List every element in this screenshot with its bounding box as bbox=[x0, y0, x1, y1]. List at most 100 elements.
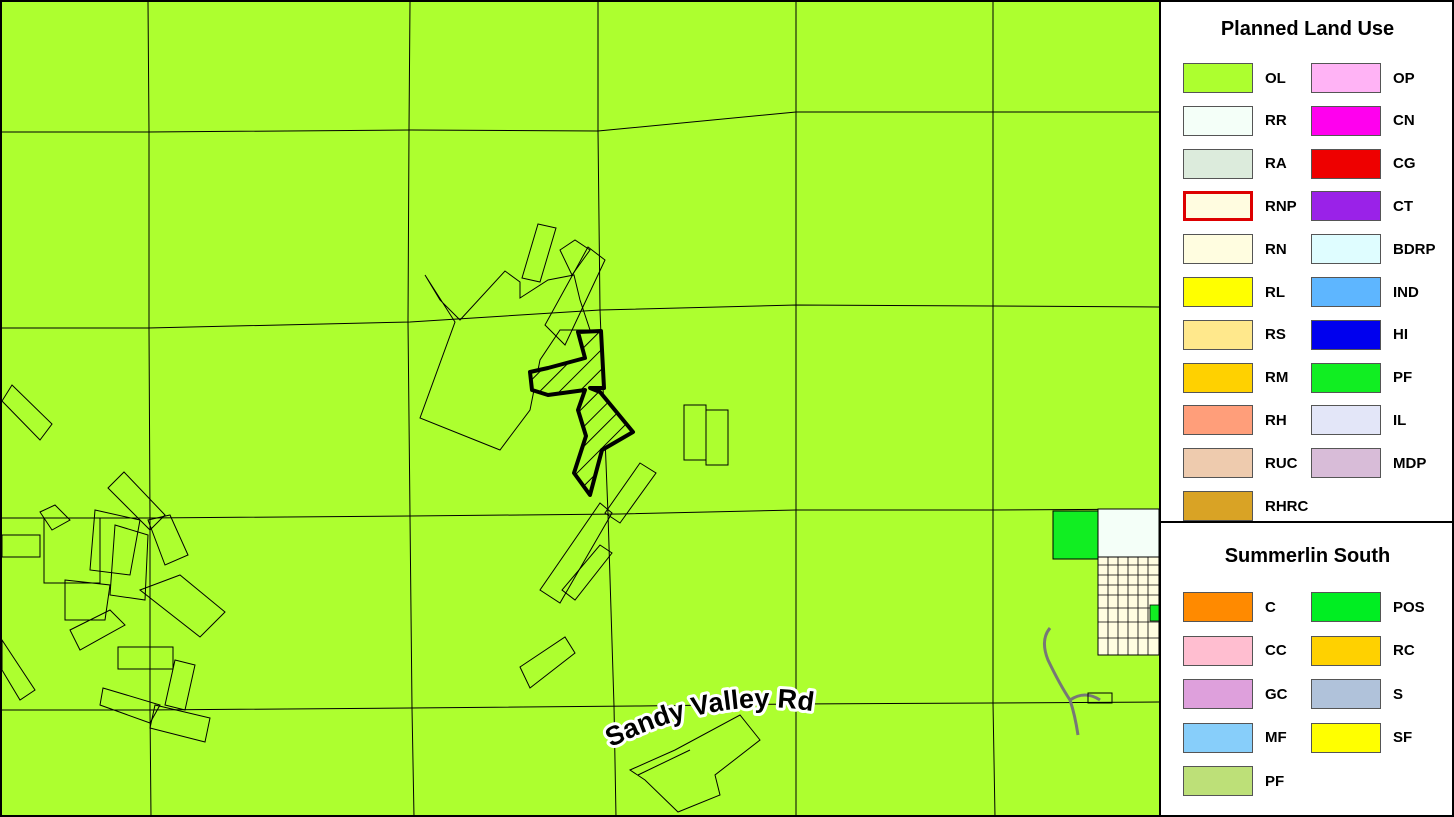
legend-swatch bbox=[1311, 277, 1381, 307]
legend-title-summerlin: Summerlin South bbox=[1224, 545, 1391, 567]
legend-item-hi: HI bbox=[1311, 319, 1408, 351]
legend-item-ol: OL bbox=[1183, 62, 1286, 94]
legend-item-cn: CN bbox=[1311, 105, 1415, 137]
legend-swatch bbox=[1183, 448, 1253, 479]
legend-swatch bbox=[1311, 148, 1381, 179]
legend-swatch bbox=[1311, 105, 1381, 136]
legend-label: RR bbox=[1265, 112, 1287, 130]
legend-label: C bbox=[1265, 598, 1276, 616]
legend-item-rr: RR bbox=[1183, 105, 1287, 137]
legend-item-mf: MF bbox=[1183, 722, 1287, 754]
legend-panel: Planned Land Use OL OP RR CN RA CG RNP CT RN BDRP… bbox=[1159, 0, 1454, 817]
legend-item-rnp: RNP bbox=[1183, 190, 1297, 222]
legend-swatch bbox=[1183, 191, 1253, 222]
legend-swatch bbox=[1311, 592, 1381, 622]
legend-label: RNP bbox=[1265, 197, 1297, 215]
legend-label: RH bbox=[1265, 411, 1287, 429]
legend-item-ct: CT bbox=[1311, 190, 1413, 222]
legend-item-s: S bbox=[1311, 678, 1403, 710]
legend-swatch bbox=[1183, 105, 1253, 136]
legend-swatch bbox=[1311, 63, 1381, 93]
legend-item-ind: IND bbox=[1311, 276, 1419, 308]
legend-item-cc: CC bbox=[1183, 635, 1287, 667]
legend-label: SF bbox=[1393, 729, 1413, 746]
legend-swatch bbox=[1183, 63, 1253, 93]
legend-label: RUC bbox=[1265, 454, 1298, 472]
legend-swatch bbox=[1183, 766, 1253, 796]
legend-item-cg: CG bbox=[1311, 148, 1416, 180]
legend-item-rh: RH bbox=[1183, 404, 1287, 436]
legend-swatch bbox=[1311, 234, 1381, 265]
east-development bbox=[1043, 508, 1159, 736]
legend-item-ra: RA bbox=[1183, 148, 1287, 180]
legend-swatch bbox=[1183, 679, 1253, 709]
legend-item-c: C bbox=[1183, 591, 1276, 623]
legend-label: RHRC bbox=[1265, 497, 1309, 515]
legend-label: MDP bbox=[1393, 454, 1427, 472]
legend-item-rl: RL bbox=[1183, 276, 1285, 308]
legend-swatch bbox=[1183, 148, 1253, 179]
legend-swatch bbox=[1311, 362, 1381, 393]
legend-label: OL bbox=[1265, 69, 1286, 87]
legend-swatch bbox=[1183, 491, 1253, 521]
legend-item-pos: POS bbox=[1311, 591, 1425, 623]
legend-label: PF bbox=[1393, 369, 1413, 387]
legend-label: MF bbox=[1265, 729, 1287, 746]
legend-label: OP bbox=[1393, 69, 1415, 87]
legend-planned-land-use: Planned Land Use OL OP RR CN RA CG RNP CT RN BDRP… bbox=[1161, 0, 1454, 523]
subject-parcel[interactable] bbox=[528, 329, 635, 497]
legend-swatch bbox=[1183, 635, 1253, 666]
legend-item-pf: PF bbox=[1311, 362, 1412, 394]
legend-title-planned: Planned Land Use bbox=[1220, 18, 1395, 40]
legend-item-il: IL bbox=[1311, 404, 1406, 436]
legend-swatch bbox=[1311, 191, 1381, 222]
legend-item-rn: RN bbox=[1183, 233, 1287, 265]
legend-label: RL bbox=[1265, 283, 1285, 301]
legend-item-sf: SF bbox=[1311, 722, 1412, 754]
legend-label: PF bbox=[1265, 772, 1285, 790]
legend-swatch bbox=[1311, 405, 1381, 436]
legend-label: CG bbox=[1393, 155, 1416, 173]
legend-swatch bbox=[1183, 405, 1253, 436]
legend-item-rs: RS bbox=[1183, 319, 1286, 351]
legend-swatch bbox=[1311, 679, 1381, 709]
legend-swatch bbox=[1183, 319, 1253, 350]
legend-label: POS bbox=[1393, 598, 1425, 616]
legend-label: IL bbox=[1393, 411, 1407, 429]
legend-swatch bbox=[1311, 448, 1381, 479]
legend-label: CT bbox=[1393, 197, 1413, 215]
legend-label: RS bbox=[1265, 326, 1286, 344]
legend-item-gc: GC bbox=[1183, 678, 1288, 710]
legend-swatch bbox=[1183, 234, 1253, 265]
legend-item-rhrc: RHRC bbox=[1183, 490, 1308, 522]
legend-swatch bbox=[1183, 592, 1253, 622]
legend-swatch bbox=[1311, 635, 1381, 666]
legend-label: RA bbox=[1265, 155, 1287, 173]
legend-label: CC bbox=[1265, 642, 1287, 659]
legend-swatch bbox=[1183, 277, 1253, 307]
legend-item-rm: RM bbox=[1183, 362, 1288, 394]
legend-label: S bbox=[1393, 685, 1404, 703]
legend-swatch bbox=[1311, 319, 1381, 350]
section-grid bbox=[2, 1, 1159, 817]
legend-item-rc: RC bbox=[1311, 635, 1415, 667]
legend-label: BDRP bbox=[1393, 240, 1436, 258]
legend-item-op: OP bbox=[1311, 62, 1415, 94]
legend-item-ruc: RUC bbox=[1183, 447, 1298, 479]
legend-label: GC bbox=[1265, 685, 1288, 703]
legend-item-mdp: MDP bbox=[1311, 447, 1426, 479]
legend-label: RC bbox=[1393, 642, 1415, 659]
legend-label: RN bbox=[1265, 240, 1287, 258]
legend-item-bdrp: BDRP bbox=[1311, 233, 1436, 265]
legend-swatch bbox=[1183, 362, 1253, 393]
map-svg[interactable]: Sandy Valley Rd bbox=[0, 0, 1159, 817]
legend-label: RM bbox=[1265, 369, 1289, 387]
legend-summerlin-south: Summerlin South C POS CC RC GC S MF SF PF bbox=[1161, 523, 1454, 815]
legend-item-pf: PF bbox=[1183, 765, 1284, 797]
legend-label: CN bbox=[1393, 112, 1415, 130]
legend-label: HI bbox=[1393, 326, 1408, 344]
parcels bbox=[1, 223, 761, 813]
legend-swatch bbox=[1183, 722, 1253, 753]
legend-label: IND bbox=[1393, 283, 1419, 301]
